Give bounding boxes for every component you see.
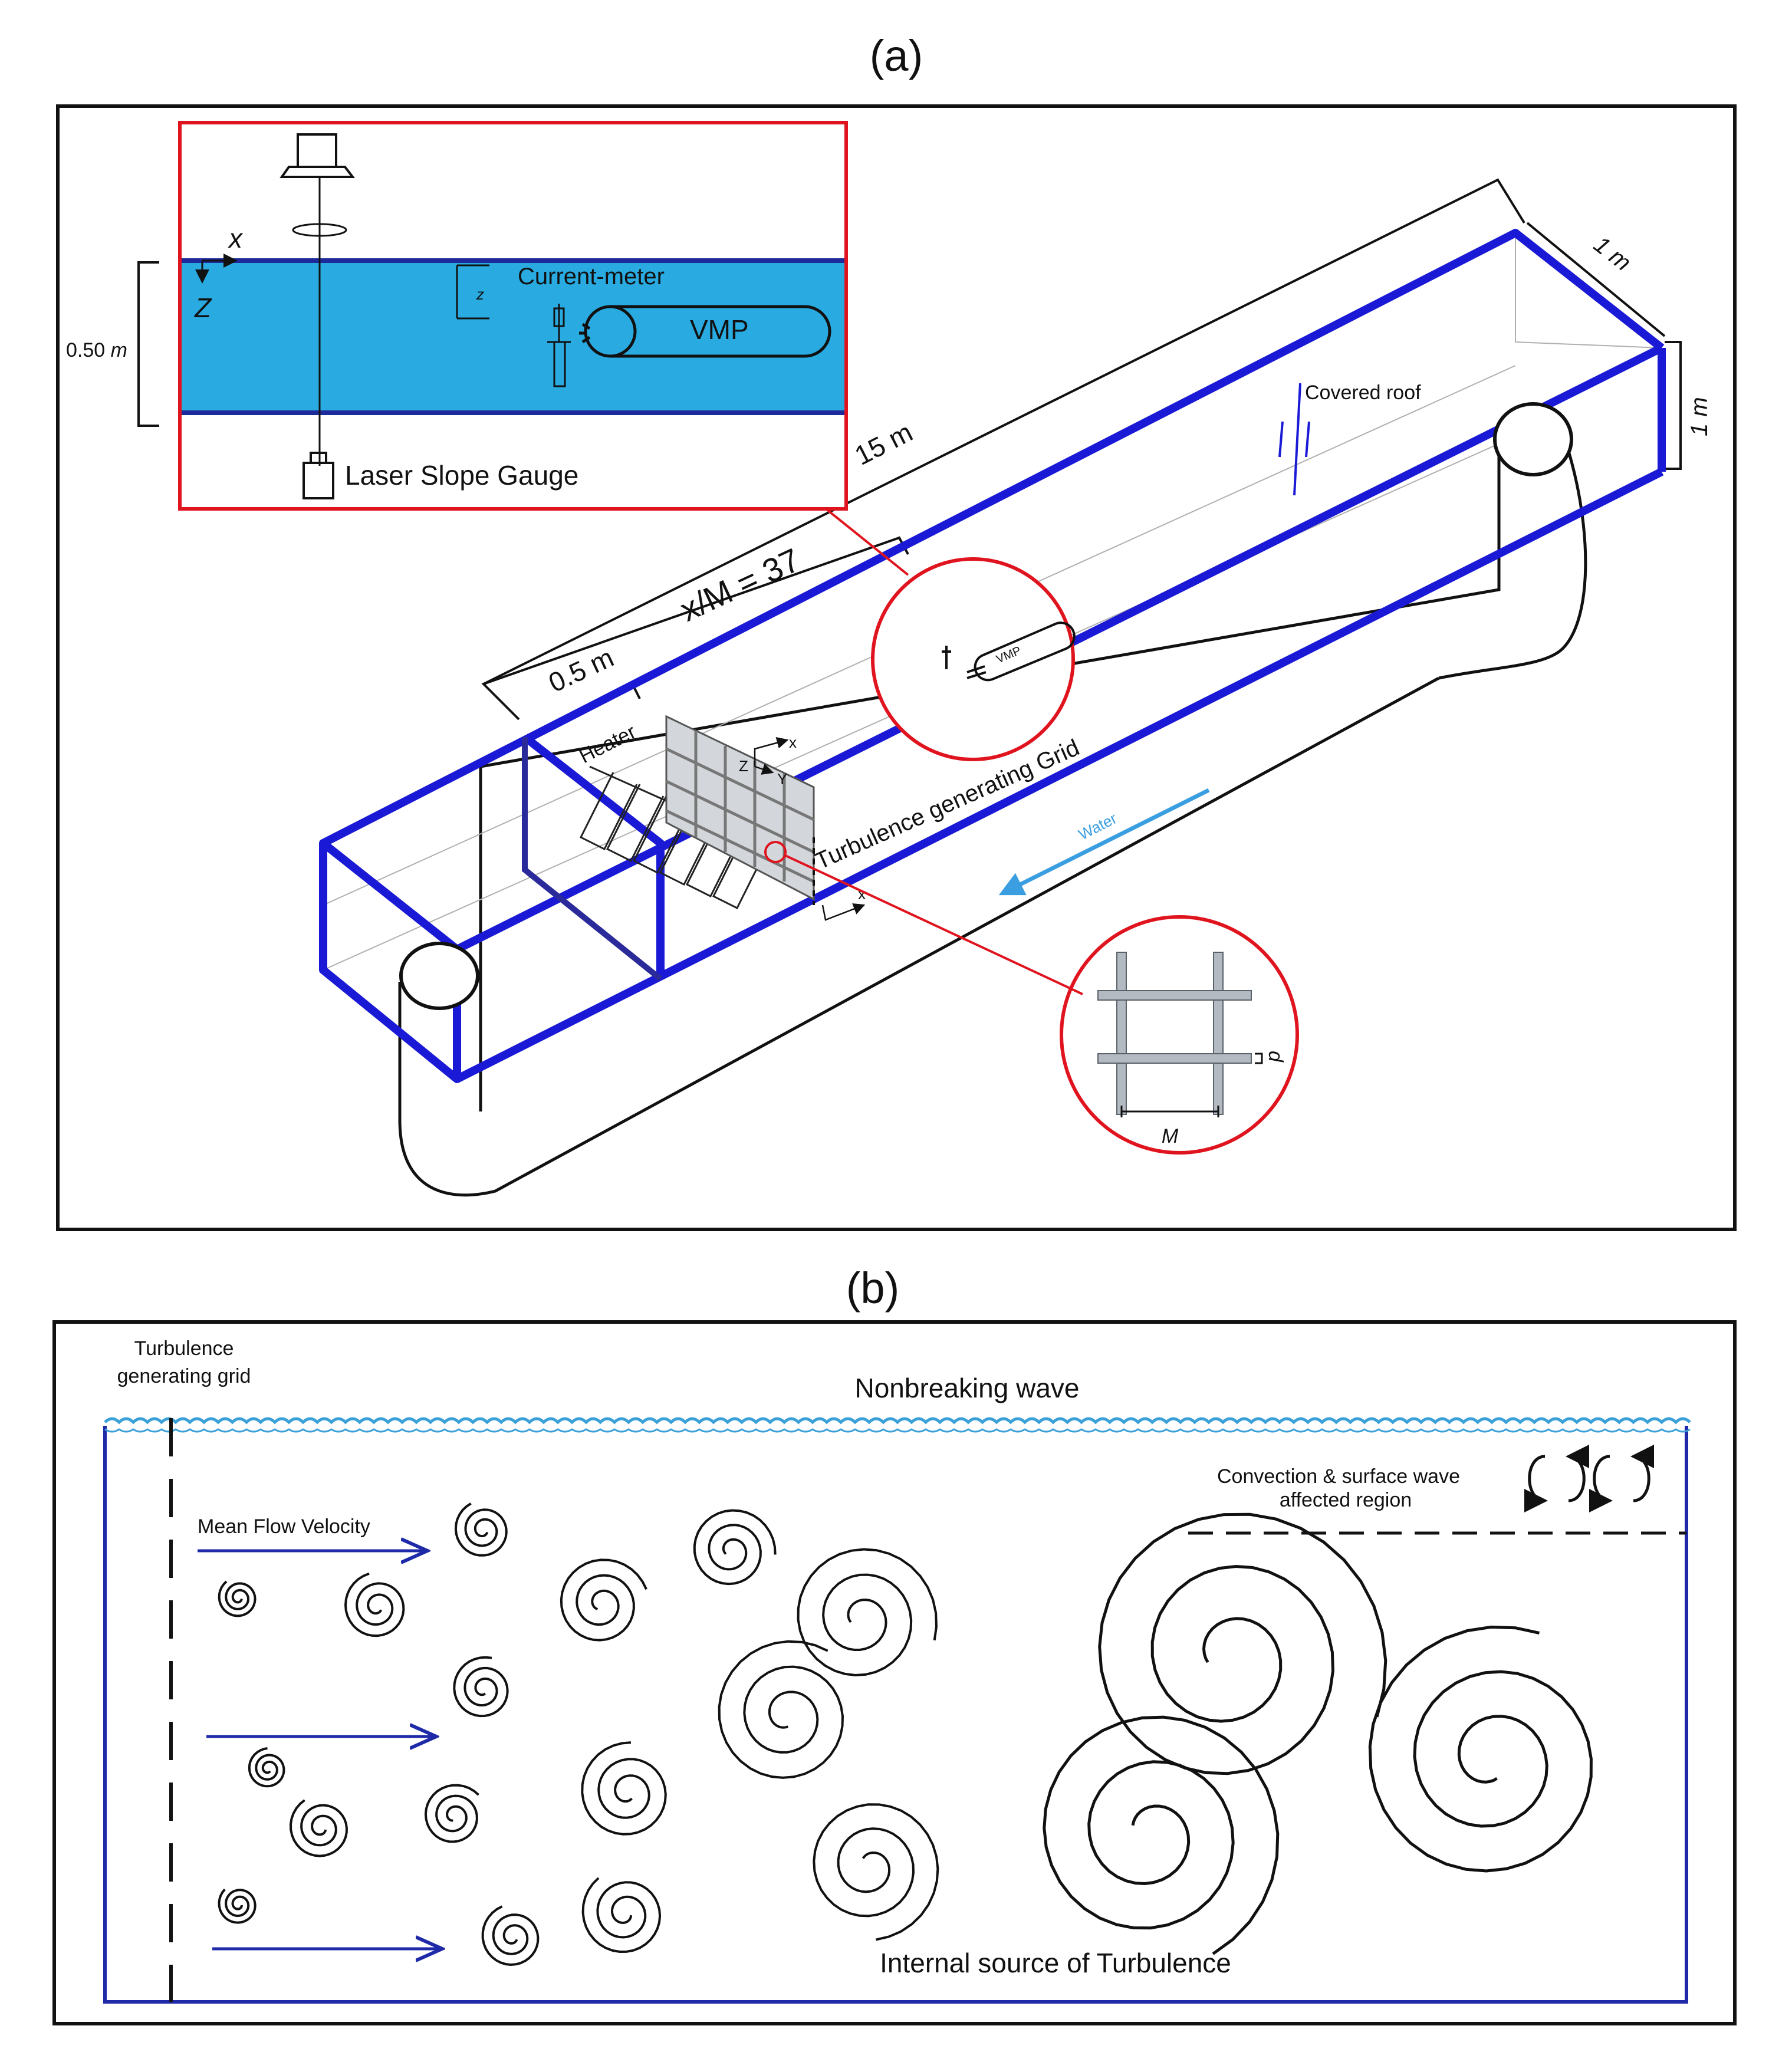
floor-axis-x: x <box>858 885 866 903</box>
eddy-spiral <box>1368 1625 1593 1873</box>
pipe-opening-left <box>399 942 479 1010</box>
xm-bracket <box>481 536 909 721</box>
inset-axis-z: Z <box>194 292 212 323</box>
laser-gauge-label: Laser Slope Gauge <box>345 460 578 491</box>
bar-d-label: d <box>1264 1051 1287 1063</box>
internal-source-label: Internal source of Turbulence <box>880 1948 1231 1978</box>
tank-outline <box>103 1426 1688 2004</box>
current-meter-label: Current-meter <box>518 264 665 290</box>
length-dimension <box>483 178 1682 685</box>
dim-height: 1 m <box>1686 397 1712 436</box>
panel-b-frame <box>52 1320 1737 2025</box>
lens-icon <box>292 223 347 237</box>
mean-flow-arrows <box>198 1551 442 1949</box>
convection-label-1: Convection & surface wave <box>1217 1465 1460 1488</box>
mesh-m-label: M <box>1162 1125 1179 1147</box>
water-flow-arrow <box>998 788 1210 896</box>
vmp-label: VMP <box>690 314 749 345</box>
dim-width: 1 m <box>1589 231 1636 276</box>
pipe-opening-right <box>1493 402 1573 476</box>
convection-label-2: affected region <box>1280 1489 1412 1511</box>
grid-axes <box>754 736 789 775</box>
grid-label-line-1: Turbulence <box>134 1337 234 1360</box>
vmp-icon <box>579 305 831 358</box>
leader-lines <box>784 506 1083 995</box>
eddy-spiral <box>218 1888 257 1924</box>
eddy-spiral <box>453 1656 509 1718</box>
eddy-spiral <box>813 1803 939 1941</box>
eddy-spiral <box>1098 1512 1387 1775</box>
grid-detail-marker <box>764 841 787 863</box>
z-bracket <box>456 264 489 320</box>
eddy-spiral <box>581 1877 662 1954</box>
current-meter-icon <box>547 304 571 387</box>
wave-label: Nonbreaking wave <box>854 1373 1079 1403</box>
grid-label-line-2: generating grid <box>117 1365 251 1387</box>
grid-axis-z: Z <box>739 757 748 775</box>
eddy-spiral <box>718 1640 844 1779</box>
panel-b-label: (b) <box>846 1264 899 1313</box>
inset-axis-z-small: z <box>476 285 484 303</box>
grid-axis-y: Y <box>777 770 787 788</box>
inset-axes <box>195 254 238 284</box>
mesh-bars <box>1097 952 1252 1115</box>
eddy-spiral <box>344 1572 405 1637</box>
depth-bracket <box>137 261 159 427</box>
floor-axis <box>821 903 866 921</box>
eddy-spiral <box>424 1784 479 1843</box>
inset: Laser Slope Gauge x Z 0.50 m z Current-m… <box>66 121 848 511</box>
eddy-spiral <box>481 1905 540 1966</box>
eddy-spiral <box>560 1558 647 1642</box>
vmp-location-circle <box>871 557 1075 761</box>
eddy-spiral <box>693 1509 777 1586</box>
panel-a-label: (a) <box>870 31 923 80</box>
surface-wave <box>104 1417 1691 1425</box>
eddy-spiral <box>454 1502 508 1557</box>
mean-flow-label: Mean Flow Velocity <box>198 1515 370 1538</box>
vmp-small <box>942 621 1076 682</box>
eddies <box>218 1502 1593 1966</box>
eddy-spiral <box>1043 1715 1280 1955</box>
surface-wave-lower <box>104 1428 1691 1433</box>
heater-label: Heater <box>576 721 639 768</box>
tank-frame-mid <box>522 737 663 981</box>
eddy-spiral <box>248 1747 285 1788</box>
depth-value: 0.50 m <box>66 339 127 361</box>
laptop-icon <box>280 133 356 178</box>
panel-a-frame <box>56 104 1737 1231</box>
eddy-spiral <box>218 1580 257 1617</box>
covered-roof-label: Covered roof <box>1305 382 1421 404</box>
inset-water <box>182 261 844 413</box>
convection-cell-icons <box>1524 1445 1655 1512</box>
eddy-spiral <box>289 1799 348 1857</box>
eddy-spiral <box>581 1741 667 1836</box>
gauge-icon <box>302 452 334 499</box>
mesh-detail-circle <box>1060 915 1299 1155</box>
dim-xm: x/M = 37 <box>674 541 805 629</box>
eddy-spiral <box>797 1548 938 1677</box>
mesh-dimension <box>1120 1053 1263 1117</box>
dim-length: 15 m <box>850 416 918 471</box>
grid-axis-x: x <box>789 734 797 751</box>
covered-roof-marker <box>1278 383 1310 496</box>
inset-axis-x: x <box>228 223 244 254</box>
